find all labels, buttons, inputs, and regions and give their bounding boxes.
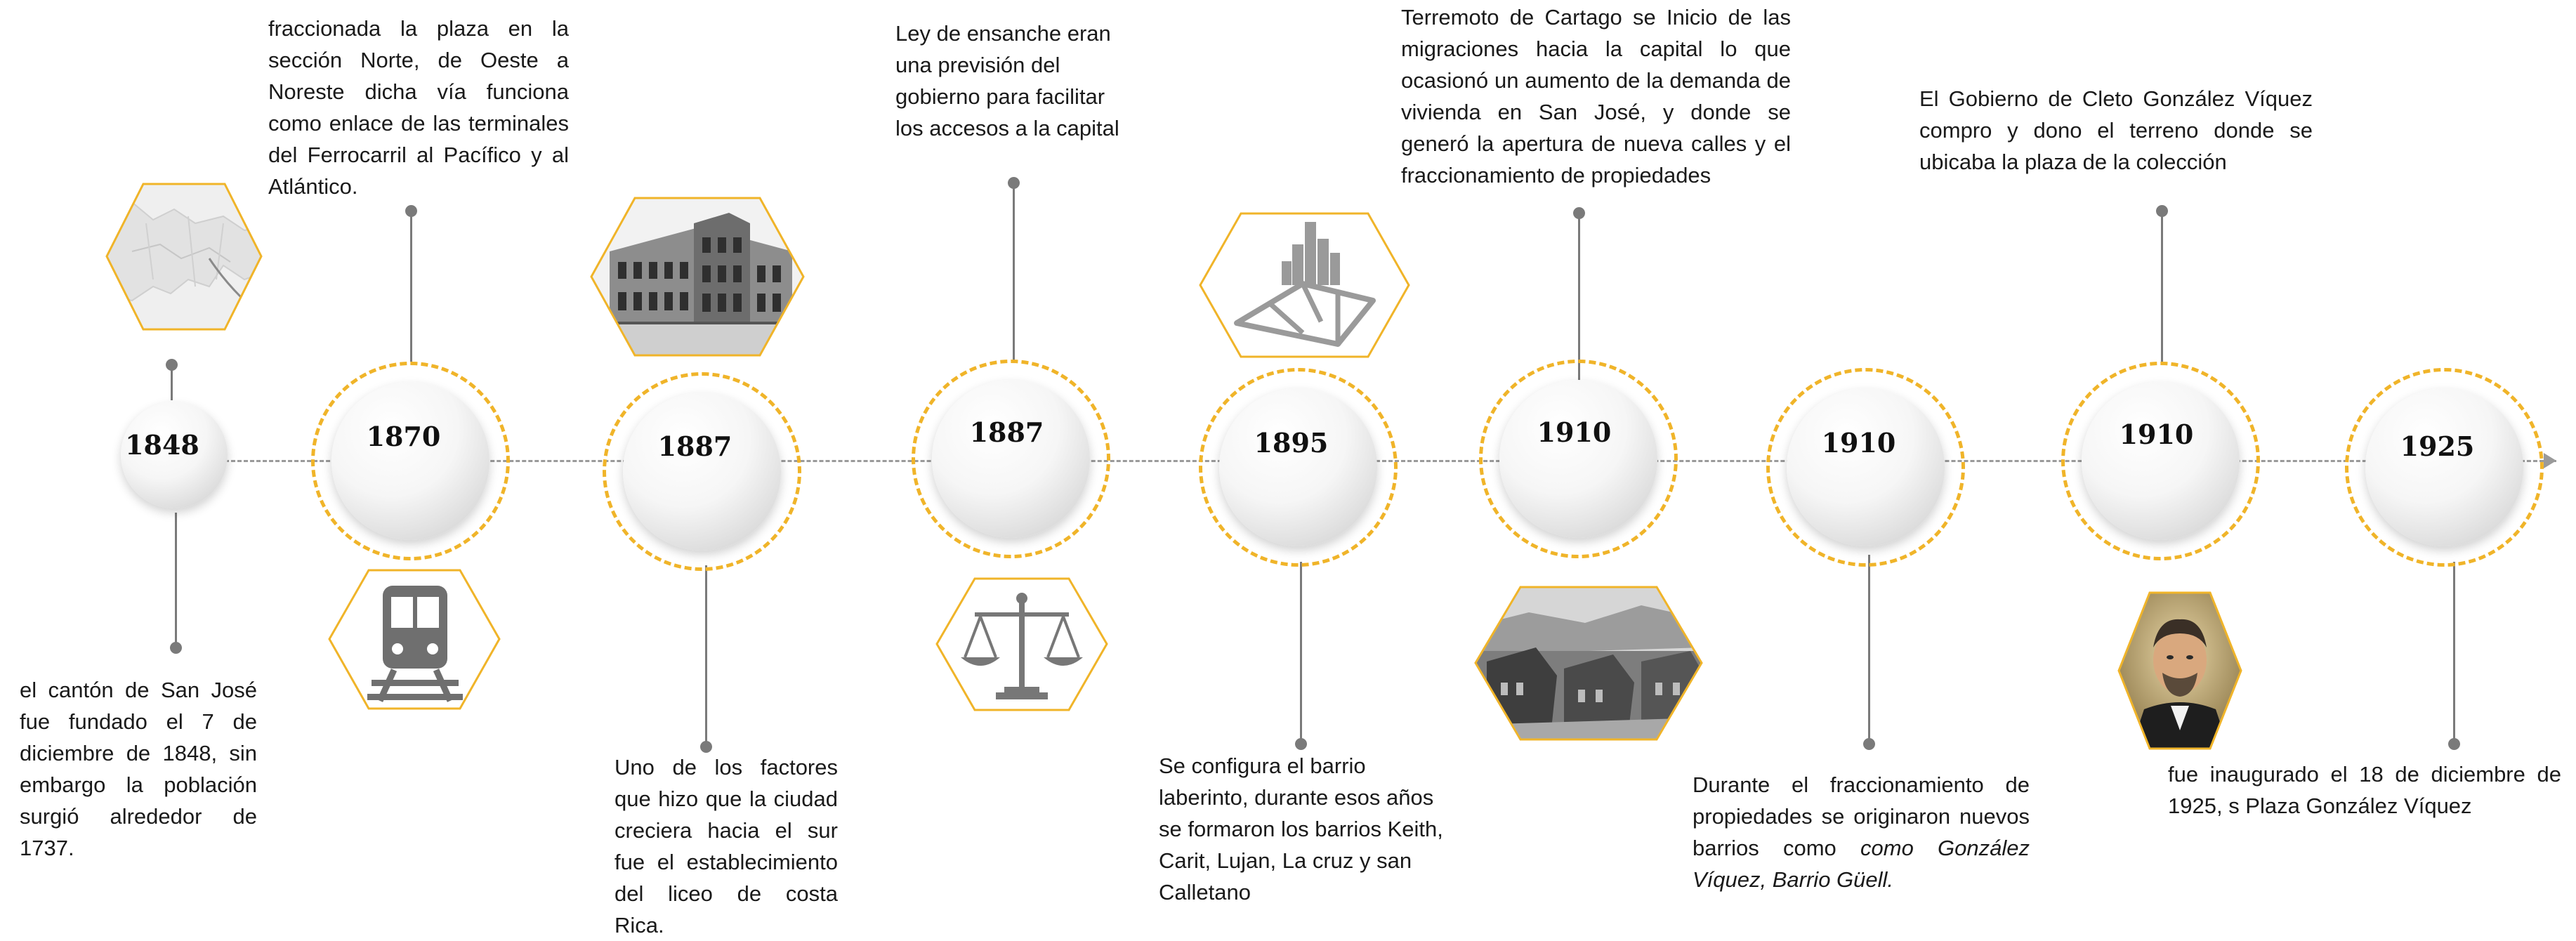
dot-1910b (1863, 738, 1875, 750)
scales-icon (935, 577, 1108, 711)
event-text-1910c: El Gobierno de Cleto González Víquez com… (1919, 86, 2313, 174)
dot-1910a (1573, 207, 1585, 219)
city-map-icon (1199, 212, 1410, 358)
dot-1848-top (166, 359, 178, 371)
year-ring-1895 (1199, 368, 1398, 567)
year-node-1887b: 1887 (932, 380, 1090, 538)
connector-1925 (2453, 562, 2455, 743)
year-label-1870: 1870 (366, 421, 441, 452)
year-label-1848: 1848 (125, 428, 199, 461)
connector-1887a (705, 565, 707, 746)
event-text-1910b: Durante el fraccionamiento de propiedade… (1693, 769, 2030, 895)
year-ring-1925 (2345, 368, 2544, 567)
portrait-photo-icon (2117, 591, 2242, 750)
year-label-1910a: 1910 (1537, 416, 1612, 448)
year-node-1895: 1895 (1219, 388, 1377, 546)
connector-1870 (410, 211, 412, 362)
year-label-1910c: 1910 (2119, 419, 2194, 450)
dot-1910c (2156, 205, 2168, 217)
connector-1848-top (171, 360, 173, 400)
year-ring-1887a (603, 372, 801, 571)
dot-1870 (405, 205, 417, 217)
map-icon (105, 183, 263, 331)
year-ring-1870 (311, 362, 510, 560)
connector-1910c (2161, 211, 2163, 362)
event-text-1910b-italic: como González Víquez, Barrio Güell. (1693, 836, 2030, 892)
year-node-1910c: 1910 (2082, 382, 2240, 540)
connector-1887b (1013, 183, 1015, 360)
event-text-1887a: Uno de los factores que hizo que la ciud… (615, 755, 838, 937)
year-ring-1910a (1479, 360, 1678, 558)
year-node-1848: 1848 (121, 402, 228, 508)
event-text-1910a: Terremoto de Cartago se Inicio de las mi… (1401, 5, 1791, 187)
event-text-1848: el cantón de San José fue fundado el 7 d… (20, 678, 257, 860)
event-text-1870: fraccionada la plaza en la sección Norte… (268, 16, 569, 199)
connector-1895 (1300, 562, 1302, 743)
year-node-1910a: 1910 (1499, 380, 1657, 538)
dot-1925 (2448, 738, 2460, 750)
historic-building-photo-icon (590, 197, 805, 357)
timeline-arrow (2544, 453, 2556, 468)
event-text-1925: fue inaugurado el 18 de diciembre de 192… (2168, 762, 2561, 818)
year-label-1895: 1895 (1254, 427, 1329, 459)
year-label-1910b: 1910 (1821, 427, 1896, 459)
dot-1848 (170, 642, 182, 654)
dot-1895 (1295, 738, 1307, 750)
year-ring-1887b (912, 360, 1110, 558)
event-text-1887b: Ley de ensanche eran una previsión del g… (895, 21, 1119, 140)
year-label-1887a: 1887 (657, 430, 732, 462)
event-text-1895: Se configura el barrio laberinto, durant… (1159, 754, 1443, 904)
event-text-1910b-regular: Durante el fraccionamiento de propiedade… (1693, 772, 2030, 860)
dot-1887b (1008, 177, 1020, 189)
year-label-1887b: 1887 (969, 416, 1044, 448)
connector-1910a (1578, 213, 1580, 385)
earthquake-ruins-photo-icon (1474, 586, 1703, 741)
year-node-1925: 1925 (2365, 388, 2523, 546)
dot-1887a (700, 741, 712, 753)
year-node-1910b: 1910 (1787, 388, 1945, 546)
connector-1848 (175, 513, 177, 647)
year-node-1870: 1870 (331, 382, 489, 540)
train-icon (328, 569, 501, 710)
year-label-1925: 1925 (2400, 430, 2475, 462)
connector-1910b (1868, 555, 1870, 743)
year-node-1887a: 1887 (623, 393, 781, 551)
year-ring-1910c (2061, 362, 2260, 560)
year-ring-1910b (1766, 368, 1965, 567)
